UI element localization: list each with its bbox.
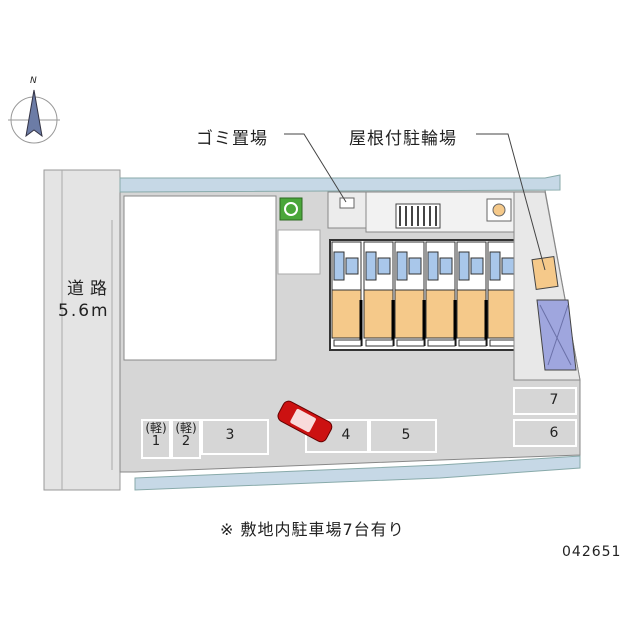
stairs-treads xyxy=(399,206,437,226)
waterway-south xyxy=(134,455,581,491)
slot-number: 3 xyxy=(225,427,235,443)
neighbor-lot xyxy=(123,195,277,361)
road-label: 道路 xyxy=(67,279,113,299)
bicycle-shed-hatch xyxy=(547,304,569,366)
apartment-building xyxy=(329,239,521,351)
property-code: 042651 xyxy=(562,544,622,560)
parking-slot xyxy=(201,419,269,455)
kei-label: (軽) xyxy=(175,421,197,435)
recycle-icon-mark xyxy=(284,202,298,216)
slot-number: 6 xyxy=(549,425,559,441)
apartment-unit xyxy=(456,241,488,347)
slot-number: 7 xyxy=(549,392,559,408)
north-label: N xyxy=(30,76,37,86)
road xyxy=(43,169,121,491)
recycle-icon xyxy=(279,197,303,221)
garbage-box xyxy=(339,197,355,209)
apartment-unit xyxy=(363,241,395,347)
neighbor-lot-annex xyxy=(277,229,321,275)
parking-slot xyxy=(171,419,201,459)
north-arrow-icon xyxy=(8,89,60,144)
kei-label: (軽) xyxy=(145,421,167,435)
garbage-area xyxy=(327,191,367,229)
car-icon xyxy=(277,400,333,443)
apartment-unit xyxy=(331,241,363,347)
parking-slot xyxy=(141,419,171,459)
slot-number: 5 xyxy=(401,427,411,443)
slot-number: 2 xyxy=(181,434,191,449)
garbage-leader-line xyxy=(284,133,347,203)
parking-note: ※ 敷地内駐車場7台有り xyxy=(220,520,405,539)
parking-slot-2-label: (軽) 2 xyxy=(172,421,200,449)
parking-slot xyxy=(513,387,577,415)
bicycle-shed-label: 屋根付駐輪場 xyxy=(349,129,457,149)
parking-slot-1-label: (軽) 1 xyxy=(142,421,170,449)
apartment-unit xyxy=(487,241,519,347)
waterway-north xyxy=(119,174,561,193)
bicycle-shed-icon xyxy=(531,256,559,290)
bicycle-shed-hatch xyxy=(539,304,572,366)
apartment-unit xyxy=(425,241,457,347)
meter-icon xyxy=(492,203,506,217)
slot-number: 1 xyxy=(151,434,161,449)
parking-slot xyxy=(369,419,437,453)
bicycle-leader-line xyxy=(476,133,546,271)
apartment-unit xyxy=(394,241,426,347)
parking-slot xyxy=(513,419,577,447)
parking-slot xyxy=(305,419,369,453)
road-width-label: 5.6m xyxy=(58,301,110,321)
garbage-area-label: ゴミ置場 xyxy=(196,129,268,149)
slot-number: 4 xyxy=(341,427,351,443)
